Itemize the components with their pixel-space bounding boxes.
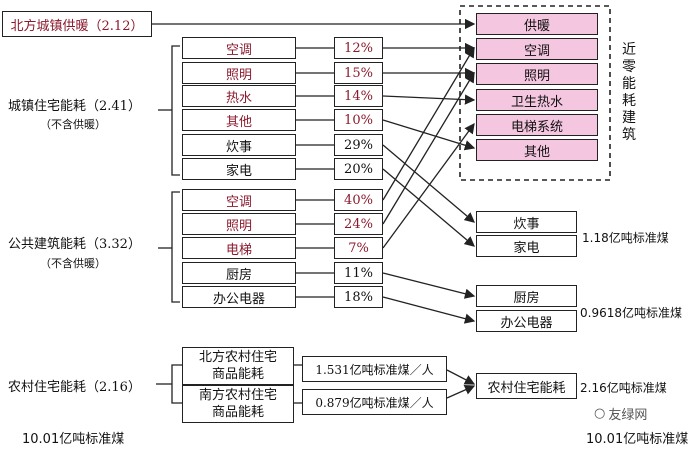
rural-south-line2: 商品能耗 xyxy=(211,405,264,420)
rural-north-value: 1.531亿吨标准煤／人 xyxy=(302,356,447,382)
urban-pct-cooking: 29% xyxy=(334,134,383,156)
urban-cat-hotwater: 热水 xyxy=(182,85,296,107)
rural-north-line2: 商品能耗 xyxy=(211,367,264,382)
public-pct-ac: 40% xyxy=(334,189,383,211)
nzeb-hotwater: 卫生热水 xyxy=(476,89,598,111)
urban-pct-lighting: 15% xyxy=(334,62,383,84)
output-group1-value: 1.18亿吨标准煤 xyxy=(582,231,669,245)
rural-south-box: 南方农村住宅 商品能耗 xyxy=(182,385,294,423)
urban-cat-lighting: 照明 xyxy=(182,62,296,84)
public-cat-elevator: 电梯 xyxy=(182,237,296,259)
output-kitchen: 厨房 xyxy=(476,285,577,307)
watermark-text: 友绿网 xyxy=(608,408,648,423)
nzeb-ac: 空调 xyxy=(476,38,598,60)
urban-pct-ac: 12% xyxy=(334,37,383,59)
rural-north-box: 北方农村住宅 商品能耗 xyxy=(182,347,294,385)
total-right: 10.01亿吨标准煤 xyxy=(586,432,689,447)
public-pct-office: 18% xyxy=(334,286,383,308)
rural-target-value: 2.16亿吨标准煤 xyxy=(580,381,667,395)
nzeb-label: 近零能耗建筑 xyxy=(622,42,636,143)
north-heating-box: 北方城镇供暖（2.12） xyxy=(2,11,152,37)
public-pct-lighting: 24% xyxy=(334,213,383,235)
urban-cat-cooking: 炊事 xyxy=(182,134,296,156)
public-cat-kitchen: 厨房 xyxy=(182,262,296,284)
urban-pct-other: 10% xyxy=(334,109,383,131)
public-cat-office: 办公电器 xyxy=(182,286,296,308)
nzeb-other: 其他 xyxy=(476,139,598,161)
public-cat-ac: 空调 xyxy=(182,189,296,211)
urban-residential-note: （不含供暖） xyxy=(40,118,106,131)
output-office: 办公电器 xyxy=(476,310,577,332)
public-cat-lighting: 照明 xyxy=(182,213,296,235)
nzeb-elevator: 电梯系统 xyxy=(476,114,598,136)
rural-south-line1: 南方农村住宅 xyxy=(198,388,277,403)
urban-cat-other: 其他 xyxy=(182,109,296,131)
urban-pct-hotwater: 14% xyxy=(334,85,383,107)
urban-cat-ac: 空调 xyxy=(182,37,296,59)
nzeb-lighting: 照明 xyxy=(476,63,598,85)
output-appliances: 家电 xyxy=(476,235,577,257)
public-building-note: （不含供暖） xyxy=(40,257,106,270)
output-group2-value: 0.9618亿吨标准煤 xyxy=(580,306,682,320)
nzeb-heating: 供暖 xyxy=(476,13,598,35)
public-pct-elevator: 7% xyxy=(334,237,383,259)
wechat-icon: ○ xyxy=(594,406,606,421)
watermark: ○ 友绿网 xyxy=(594,404,647,423)
output-cooking: 炊事 xyxy=(476,211,577,233)
rural-target-box: 农村住宅能耗 xyxy=(476,373,577,399)
public-pct-kitchen: 11% xyxy=(334,262,383,284)
rural-south-value: 0.879亿吨标准煤／人 xyxy=(302,389,447,415)
urban-pct-appliances: 20% xyxy=(334,158,383,180)
public-building-title: 公共建筑能耗（3.32） xyxy=(8,237,141,252)
total-left: 10.01亿吨标准煤 xyxy=(22,432,125,447)
urban-cat-appliances: 家电 xyxy=(182,158,296,180)
rural-north-line1: 北方农村住宅 xyxy=(198,350,277,365)
rural-residential-title: 农村住宅能耗（2.16） xyxy=(8,380,141,395)
urban-residential-title: 城镇住宅能耗（2.41） xyxy=(8,99,141,114)
